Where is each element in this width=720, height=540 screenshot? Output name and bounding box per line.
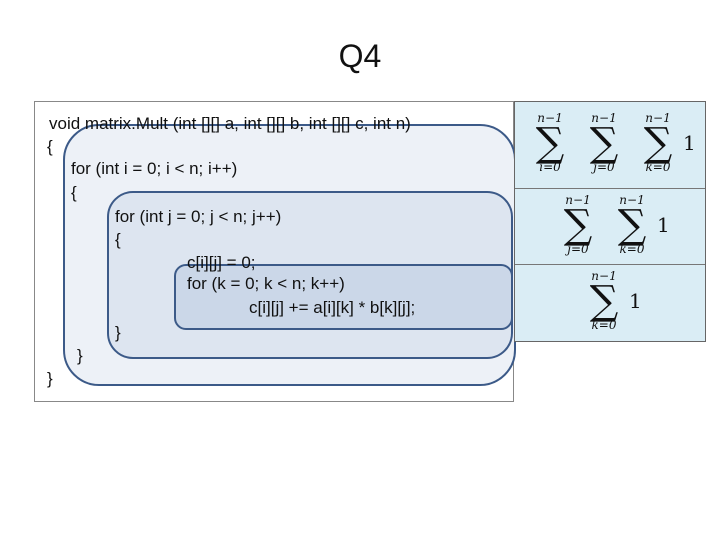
code-panel: void matrix.Mult (int [][] a, int [][] b…	[34, 101, 516, 402]
sigma-k: n−1 ∑ k=0	[589, 269, 619, 332]
code-line-close-brace: }	[47, 369, 53, 388]
code-line-close-brace-j: }	[115, 323, 121, 342]
code-line-open-brace-i: {	[71, 183, 77, 202]
code-line-init-c: c[i][j] = 0;	[187, 253, 256, 272]
code-line-for-k: for (k = 0; k < n; k++)	[187, 274, 345, 293]
summand-one: 1	[629, 289, 642, 313]
sigma-k: n−1 ∑ k=0	[643, 111, 673, 174]
code-line-open-brace: {	[47, 137, 53, 156]
code-line-signature: void matrix.Mult (int [][] a, int [][] b…	[49, 114, 411, 133]
summand-one: 1	[657, 213, 670, 237]
code-line-for-j: for (int j = 0; j < n; j++)	[115, 207, 282, 226]
sigma-i: n−1 ∑ i=0	[535, 111, 565, 174]
summation-row-triple: n−1 ∑ i=0 n−1 ∑ j=0 n−1 ∑ k=0 1	[515, 102, 705, 189]
slide-title: Q4	[338, 38, 382, 74]
summation-row-double: n−1 ∑ j=0 n−1 ∑ k=0 1	[515, 188, 705, 265]
summation-table: n−1 ∑ i=0 n−1 ∑ j=0 n−1 ∑ k=0 1 n−1 ∑ j=…	[514, 101, 706, 342]
code-line-open-brace-j: {	[115, 230, 121, 249]
summand-one: 1	[683, 131, 696, 155]
code-line-close-brace-i: }	[77, 346, 83, 365]
sigma-k: n−1 ∑ k=0	[617, 193, 647, 256]
code-line-for-i: for (int i = 0; i < n; i++)	[71, 159, 238, 178]
inner-loop-highlight	[174, 264, 513, 330]
code-line-accumulate: c[i][j] += a[i][k] * b[k][j];	[249, 298, 416, 317]
summation-row-single: n−1 ∑ k=0 1	[515, 264, 705, 341]
sigma-j: n−1 ∑ j=0	[563, 193, 593, 256]
sigma-j: n−1 ∑ j=0	[589, 111, 619, 174]
